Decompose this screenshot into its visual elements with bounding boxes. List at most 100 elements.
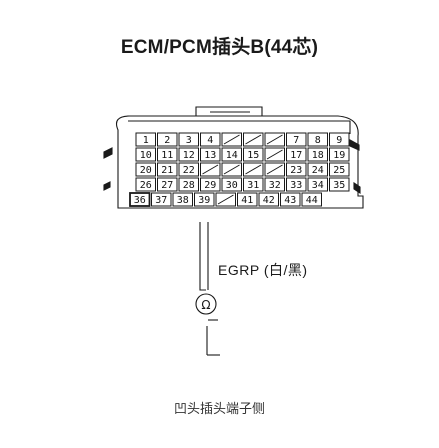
pin-cell-15 — [243, 147, 264, 162]
pin-cell-14 — [221, 147, 242, 162]
pin-label-13: 13 — [204, 150, 216, 161]
pin-label-19: 19 — [333, 150, 345, 161]
pin-cell-32 — [264, 177, 285, 192]
pin-cell-12 — [178, 147, 199, 162]
right-key-2 — [353, 181, 361, 195]
pin-label-44: 44 — [306, 195, 318, 206]
pin-cell-empty — [264, 132, 285, 147]
pin-cell-25 — [329, 162, 350, 177]
pin-cell-empty — [221, 162, 242, 177]
pin-cell-empty — [243, 132, 264, 147]
pin-label-22: 22 — [183, 165, 195, 176]
pin-cell-28 — [178, 177, 199, 192]
pin-label-8: 8 — [315, 135, 321, 146]
pin-label-11: 11 — [161, 150, 173, 161]
empty-pin-mark — [217, 194, 234, 205]
pin-label-9: 9 — [336, 135, 342, 146]
pin-label-36: 36 — [134, 195, 146, 206]
pin-label-38: 38 — [177, 195, 189, 206]
connector-housing — [115, 115, 364, 209]
pin-cell-43 — [280, 192, 301, 207]
pin-cell-3 — [178, 132, 199, 147]
pin-cell-13 — [200, 147, 221, 162]
pin-label-33: 33 — [290, 180, 302, 191]
pin-cell-11 — [157, 147, 178, 162]
pin-label-3: 3 — [186, 135, 192, 146]
pin-cell-2 — [157, 132, 178, 147]
pin-cell-empty — [243, 162, 264, 177]
pin-cell-19 — [329, 147, 350, 162]
pin-cell-41 — [237, 192, 258, 207]
pin-cell-20 — [135, 162, 156, 177]
pin-cell-29 — [200, 177, 221, 192]
empty-pin-mark — [266, 149, 283, 160]
pin-label-32: 32 — [269, 180, 281, 191]
pin-cell-1 — [135, 132, 156, 147]
pin-label-10: 10 — [140, 150, 152, 161]
pin-cell-empty — [221, 132, 242, 147]
pin-cell-33 — [286, 177, 307, 192]
pin-cell-44 — [301, 192, 322, 207]
connector-latch — [195, 106, 263, 116]
pin-label-31: 31 — [247, 180, 259, 191]
pin-cell-35 — [329, 177, 350, 192]
empty-pin-mark — [202, 164, 219, 175]
empty-pin-mark — [245, 134, 262, 145]
pin-cell-34 — [307, 177, 328, 192]
pin-cell-27 — [157, 177, 178, 192]
pin-label-35: 35 — [333, 180, 345, 191]
pin-label-34: 34 — [312, 180, 324, 191]
pin-cell-8 — [307, 132, 328, 147]
pin-cell-9 — [329, 132, 350, 147]
pin-cell-17 — [286, 147, 307, 162]
pin-cell-empty — [200, 162, 221, 177]
diagram-title: ECM/PCM插头B(44芯) — [120, 37, 319, 58]
pin-label-29: 29 — [204, 180, 216, 191]
ohm-symbol: Ω — [201, 298, 210, 312]
pin-label-26: 26 — [140, 180, 152, 191]
caption: 凹头插头端子侧 — [173, 402, 265, 417]
ohm-sensor-icon: Ω — [195, 293, 217, 315]
pin-cell-7 — [286, 132, 307, 147]
pin-label-18: 18 — [312, 150, 324, 161]
pin-cell-empty — [264, 162, 285, 177]
pin-cell-30 — [221, 177, 242, 192]
pin-label-25: 25 — [333, 165, 345, 176]
pin-cell-23 — [286, 162, 307, 177]
pin-label-1: 1 — [143, 135, 149, 146]
empty-pin-mark — [223, 134, 240, 145]
pin-cell-39 — [194, 192, 215, 207]
left-key-2 — [103, 181, 111, 191]
pin-cell-21 — [157, 162, 178, 177]
pin-cell-10 — [135, 147, 156, 162]
pin-label-4: 4 — [207, 135, 213, 146]
pin-label-2: 2 — [164, 135, 170, 146]
pin-label-23: 23 — [290, 165, 302, 176]
pin-label-20: 20 — [140, 165, 152, 176]
empty-pin-mark — [266, 134, 283, 145]
pin-label-7: 7 — [293, 135, 299, 146]
pin-cell-empty — [264, 147, 285, 162]
pin-cell-24 — [307, 162, 328, 177]
pin-label-28: 28 — [183, 180, 195, 191]
pin-cell-22 — [178, 162, 199, 177]
pin-label-24: 24 — [312, 165, 324, 176]
pin-cell-37 — [151, 192, 172, 207]
pin-label-12: 12 — [183, 150, 195, 161]
pin-label-42: 42 — [263, 195, 275, 206]
pin-label-39: 39 — [198, 195, 210, 206]
empty-pin-mark — [245, 164, 262, 175]
pin-label-41: 41 — [241, 195, 253, 206]
pin-label-43: 43 — [284, 195, 296, 206]
left-key — [103, 147, 113, 159]
pin-cell-36 — [129, 192, 151, 207]
pin-cell-31 — [243, 177, 264, 192]
pin-cell-42 — [258, 192, 279, 207]
pin-cell-18 — [307, 147, 328, 162]
pin-label-30: 30 — [226, 180, 238, 191]
empty-pin-mark — [266, 164, 283, 175]
pin-label-14: 14 — [226, 150, 238, 161]
pin-cell-4 — [200, 132, 221, 147]
